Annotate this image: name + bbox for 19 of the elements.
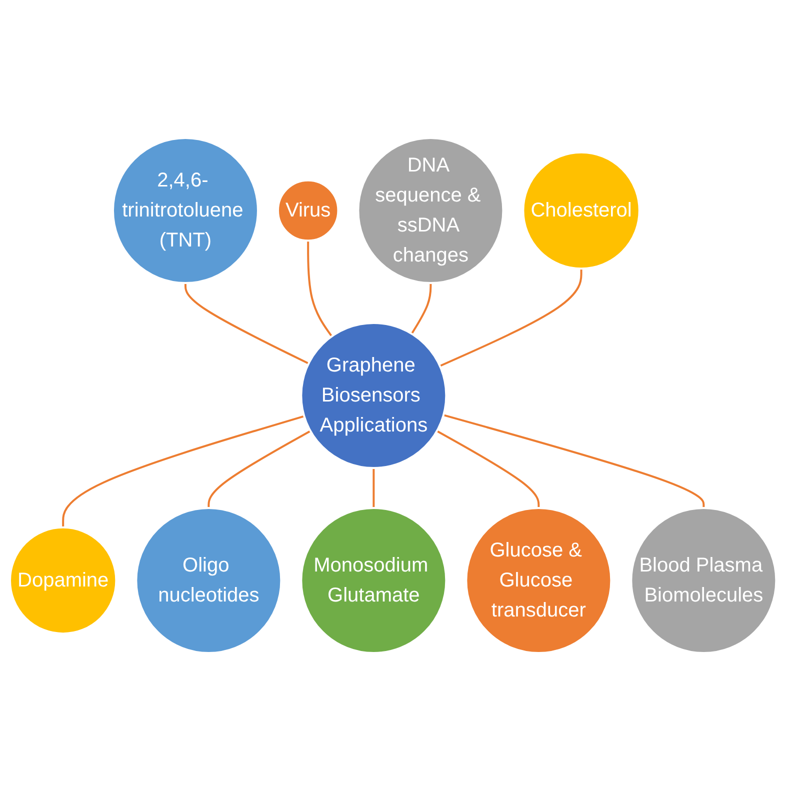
node-circle: Virus [277, 178, 340, 242]
connector [308, 240, 333, 336]
connector [184, 282, 310, 364]
connector [440, 268, 583, 366]
node-circle: Dopamine [9, 526, 118, 634]
connector [208, 430, 312, 508]
connector [411, 282, 432, 334]
node-circle: Glucose & Glucose transducer [466, 506, 613, 654]
node-circle: Cholesterol [522, 150, 641, 270]
node-circle: Graphene Biosensors Applications [300, 322, 448, 468]
connector [373, 468, 376, 508]
node-circle: Oligo nucleotides [136, 506, 283, 654]
connector [444, 414, 706, 508]
connector [436, 430, 540, 508]
node-circle: Blood Plasma Biomolecules [630, 506, 778, 654]
node-circle: 2,4,6- trinitrotoluene (TNT) [112, 136, 260, 284]
connector [62, 414, 305, 527]
node-circle: DNA sequence & ssDNA changes [358, 136, 505, 284]
node-circle: Monosodium Glutamate [300, 506, 448, 654]
